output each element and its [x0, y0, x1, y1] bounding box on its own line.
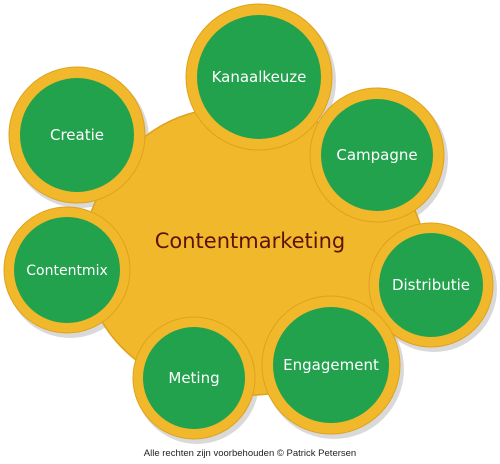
node-distributie: Distributie: [368, 222, 494, 348]
node-circle-campagne: [321, 99, 433, 211]
node-circle-engagement: [273, 307, 389, 423]
node-label-meting: Meting: [168, 369, 219, 387]
node-engagement: Engagement: [261, 295, 401, 435]
center-label: Contentmarketing: [155, 229, 346, 253]
node-circle-kanaalkeuze: [197, 15, 321, 139]
node-circle-distributie: [379, 233, 483, 337]
node-meting: Meting: [132, 316, 256, 440]
node-rings: KanaalkeuzeCampagneDistributieEngagement…: [3, 3, 494, 440]
node-label-kanaalkeuze: Kanaalkeuze: [212, 68, 307, 86]
node-label-campagne: Campagne: [336, 146, 417, 164]
node-label-distributie: Distributie: [392, 276, 470, 294]
node-campagne: Campagne: [309, 87, 445, 223]
node-circle-contentmix: [14, 217, 120, 323]
node-kanaalkeuze: Kanaalkeuze: [185, 3, 333, 151]
node-label-engagement: Engagement: [283, 356, 379, 374]
node-circle-meting: [143, 327, 245, 429]
node-creatie: Creatie: [8, 66, 146, 204]
node-label-contentmix: Contentmix: [26, 263, 108, 279]
node-contentmix: Contentmix: [3, 206, 131, 334]
node-circle-creatie: [20, 78, 134, 192]
node-label-creatie: Creatie: [50, 126, 104, 144]
copyright-notice: Alle rechten zijn voorbehouden © Patrick…: [143, 448, 357, 459]
